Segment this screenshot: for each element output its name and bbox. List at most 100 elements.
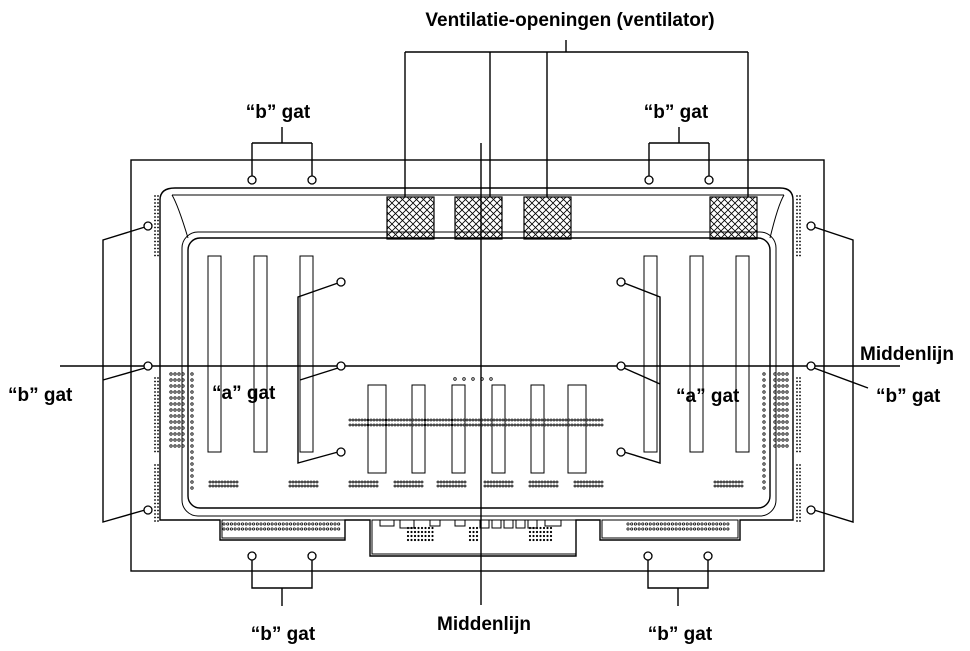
perforation-dot	[796, 219, 798, 222]
perforation-dot	[411, 423, 415, 427]
perforation-dot	[297, 484, 301, 488]
perforation-dot	[277, 527, 281, 531]
perforation-dot	[154, 240, 156, 243]
perforation-dot	[411, 484, 415, 488]
perforation-dot	[157, 391, 159, 393]
perforation-dot	[154, 450, 156, 453]
perforation-dot	[303, 484, 307, 488]
perforation-dot	[157, 230, 159, 232]
perforation-dot	[157, 401, 159, 404]
perforation-dot	[588, 480, 592, 484]
perforation-dot	[777, 372, 781, 376]
perforation-dot	[372, 418, 376, 422]
perforation-dot	[154, 384, 156, 386]
perforation-dot	[570, 423, 574, 427]
perforation-dot	[762, 438, 766, 442]
perforation-dot	[157, 464, 159, 466]
perforation-dot	[543, 480, 547, 484]
perforation-dot	[296, 522, 300, 526]
perforation-dot	[796, 443, 798, 446]
label-b-hole-right: “b” gat	[876, 386, 941, 407]
perforation-dot	[785, 396, 789, 400]
perforation-dot	[181, 390, 185, 394]
perforation-dot	[423, 418, 427, 422]
perforation-dot	[711, 527, 715, 531]
perforation-dot	[762, 390, 766, 394]
perforation-dot	[244, 522, 248, 526]
perforation-dot	[435, 418, 439, 422]
perforation-dot	[431, 530, 434, 534]
perforation-dot	[154, 502, 156, 505]
perforation-dot	[483, 418, 487, 422]
perforation-dot	[796, 223, 798, 225]
perforation-dot	[402, 423, 406, 427]
perforation-dot	[725, 480, 729, 484]
perforation-dot	[396, 484, 400, 488]
perforation-dot	[552, 480, 556, 484]
perforation-dot	[722, 484, 726, 488]
perforation-dot	[510, 480, 514, 484]
perforation-dot	[157, 499, 159, 501]
perforation-dot	[318, 527, 322, 531]
perforation-dot	[390, 418, 394, 422]
perforation-dot	[799, 412, 801, 414]
perforation-dot	[762, 474, 766, 478]
perforation-dot	[157, 422, 159, 425]
perforation-dot	[154, 387, 156, 390]
perforation-dot	[785, 378, 789, 382]
label-midline-right: Middenlijn	[860, 344, 954, 365]
perforation-dot	[582, 484, 586, 488]
connector-bay-center	[371, 519, 577, 555]
perforation-dot	[796, 467, 798, 470]
perforation-dot	[424, 530, 427, 534]
b-holes-right	[806, 221, 869, 523]
perforation-dot	[448, 480, 452, 484]
perforation-dot	[762, 426, 766, 430]
perforation-dot	[796, 516, 798, 519]
perforation-dot	[594, 484, 598, 488]
label-b-hole-top-left: “b” gat	[246, 102, 311, 123]
perforation-dot	[513, 418, 517, 422]
perforation-dot	[307, 527, 311, 531]
perforation-dot	[378, 418, 382, 422]
perforation-dot	[154, 520, 156, 522]
perforation-dot	[306, 484, 310, 488]
perforation-dot	[372, 423, 376, 427]
perforation-dot	[420, 423, 424, 427]
perforation-dot	[157, 405, 159, 407]
perforation-dot	[696, 527, 700, 531]
perforation-dot	[154, 408, 156, 411]
perforation-dot	[337, 522, 341, 526]
perforation-dot	[777, 390, 781, 394]
perforation-dot	[799, 408, 801, 411]
perforation-dot	[348, 484, 352, 488]
perforation-dot	[311, 527, 315, 531]
perforation-dot	[495, 418, 499, 422]
perforation-dot	[472, 534, 475, 538]
perforation-dot	[154, 471, 156, 473]
perforation-dot	[169, 372, 173, 376]
perforation-dot	[552, 423, 556, 427]
perforation-dot	[719, 484, 723, 488]
perforation-dot	[468, 526, 472, 530]
perforation-dot	[510, 423, 514, 427]
perforation-dot	[785, 372, 789, 376]
perforation-dot	[266, 527, 270, 531]
perforation-dot	[363, 480, 367, 484]
perforation-dot	[532, 530, 535, 534]
perforation-dot	[417, 534, 420, 538]
perforation-dot	[567, 418, 571, 422]
perforation-dot	[472, 538, 475, 542]
perforation-dot	[785, 420, 789, 424]
perforation-dot	[157, 202, 159, 204]
perforation-dot	[157, 506, 159, 508]
perforation-dot	[486, 480, 490, 484]
perforation-dot	[169, 414, 173, 418]
perforation-dot	[534, 418, 538, 422]
perforation-dot	[796, 464, 798, 466]
perforation-dot	[417, 538, 420, 542]
perforation-dot	[173, 372, 177, 376]
perforation-dot	[796, 254, 798, 257]
perforation-dot	[762, 372, 766, 376]
perforation-dot	[190, 396, 194, 400]
